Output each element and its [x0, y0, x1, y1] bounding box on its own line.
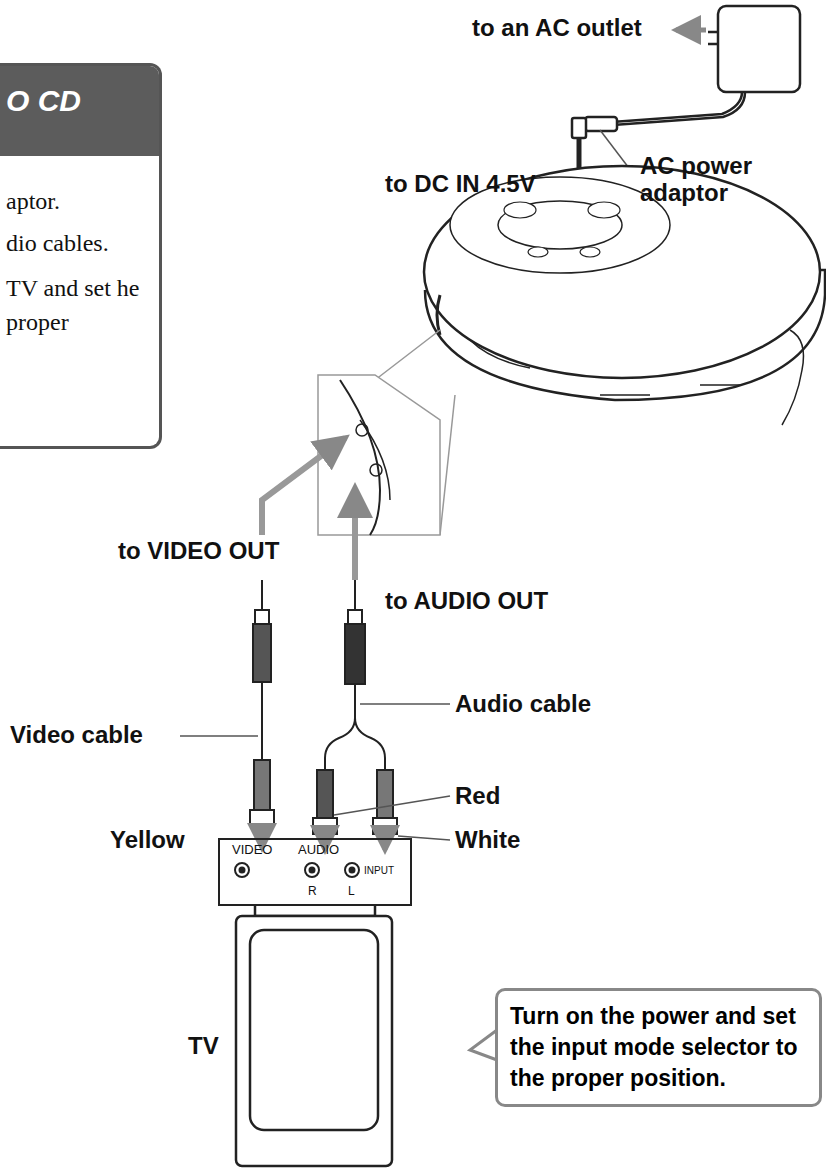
cd-player — [424, 166, 825, 425]
jack-label: VIDEO — [232, 843, 272, 857]
audio-cable — [313, 580, 397, 834]
jack — [235, 863, 359, 877]
label: to DC IN 4.5V — [385, 170, 536, 197]
color-label: Red — [455, 782, 500, 809]
video-cable — [250, 580, 274, 840]
leader-line — [180, 704, 450, 840]
jack-label: AUDIO — [298, 843, 339, 857]
box-heading: O CD — [6, 84, 81, 118]
arrow — [676, 28, 706, 33]
box-body-text: aptor. — [6, 184, 156, 218]
jack-label: L — [348, 884, 355, 898]
color-label: White — [455, 826, 520, 853]
part-label: Video cable — [10, 721, 143, 748]
jack-label: R — [308, 884, 317, 898]
zoom-frame — [318, 330, 455, 535]
part-label: AC power adaptor — [640, 152, 790, 206]
arrow — [262, 438, 345, 535]
callout-box: Turn on the power and set the input mode… — [495, 988, 822, 1107]
label: to VIDEO OUT — [118, 537, 279, 564]
part-label: TV — [188, 1032, 219, 1059]
input-panel: VIDEO AUDIO INPUT R L — [218, 838, 412, 906]
box-body-text: dio cables. — [6, 226, 156, 260]
callout-tail — [470, 1030, 497, 1060]
arrow — [352, 488, 358, 580]
label: to an AC outlet — [472, 14, 642, 41]
callout-text: Turn on the power and set the input mode… — [510, 1001, 807, 1094]
box-body-text: TV and set he proper — [6, 271, 156, 339]
instruction-box: O CD aptor. dio cables. TV and set he prope… — [0, 63, 162, 449]
part-label: Audio cable — [455, 690, 591, 717]
color-label: Yellow — [110, 826, 185, 853]
jack-label: INPUT — [364, 864, 394, 878]
tv — [236, 906, 392, 1166]
label: to AUDIO OUT — [385, 587, 548, 614]
